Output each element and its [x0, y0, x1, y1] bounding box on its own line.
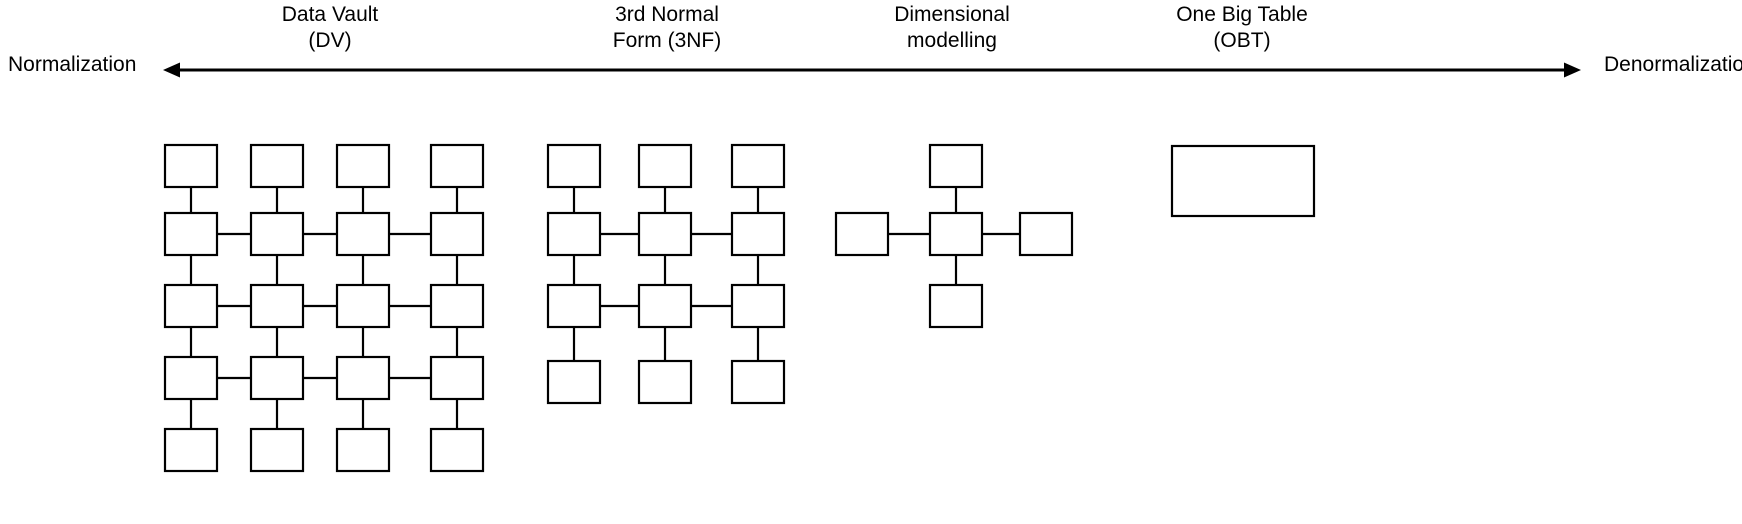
- schema-node-box: [163, 427, 219, 473]
- schema-node-box: [249, 427, 305, 473]
- axis-arrow-right-icon: [1564, 62, 1581, 78]
- schema-node-box: [335, 211, 391, 257]
- schema-node-box: [429, 283, 485, 329]
- third-normal-form-structure: [546, 143, 786, 405]
- schema-node-box: [637, 283, 693, 329]
- stage-label-third-normal-form: 3rd Normal Form (3NF): [612, 3, 722, 52]
- schema-node-box: [163, 143, 219, 189]
- axis-label-denormalization: Denormalization: [1604, 53, 1742, 76]
- schema-node-box: [546, 143, 602, 189]
- dimension-box: [928, 283, 984, 329]
- dimension-box: [1018, 211, 1074, 257]
- schema-node-box: [335, 355, 391, 401]
- data-vault-structure: [163, 143, 485, 473]
- schema-node-box: [335, 283, 391, 329]
- schema-node-box: [249, 355, 305, 401]
- stage-label-dimensional-modelling: Dimensional modelling: [894, 3, 1010, 52]
- schema-node-box: [730, 211, 786, 257]
- schema-node-box: [249, 283, 305, 329]
- schema-node-box: [429, 355, 485, 401]
- one-big-table-box: [1170, 144, 1316, 218]
- schema-node-box: [429, 143, 485, 189]
- schema-node-box: [249, 143, 305, 189]
- schema-node-box: [546, 211, 602, 257]
- schema-node-box: [335, 427, 391, 473]
- dimension-box: [928, 143, 984, 189]
- schema-node-box: [163, 355, 219, 401]
- schema-node-box: [429, 427, 485, 473]
- dimensional-star-structure: [834, 143, 1074, 329]
- schema-node-box: [730, 359, 786, 405]
- schema-node-box: [163, 283, 219, 329]
- stage-label-data-vault: Data Vault (DV): [281, 3, 379, 52]
- axis-label-normalization: Normalization: [8, 53, 137, 76]
- stage-label-one-big-table: One Big Table (OBT): [1176, 3, 1308, 52]
- axis-arrow-left-icon: [163, 62, 180, 78]
- schema-node-box: [163, 211, 219, 257]
- schema-node-box: [429, 211, 485, 257]
- schema-node-box: [546, 359, 602, 405]
- schema-node-box: [546, 283, 602, 329]
- schema-node-box: [335, 143, 391, 189]
- schema-node-box: [637, 143, 693, 189]
- schema-node-box: [637, 211, 693, 257]
- schema-node-box: [730, 143, 786, 189]
- schema-node-box: [249, 211, 305, 257]
- schema-node-box: [730, 283, 786, 329]
- fact-table-box: [928, 211, 984, 257]
- schema-node-box: [637, 359, 693, 405]
- dimension-box: [834, 211, 890, 257]
- one-big-table-structure: [1170, 144, 1316, 218]
